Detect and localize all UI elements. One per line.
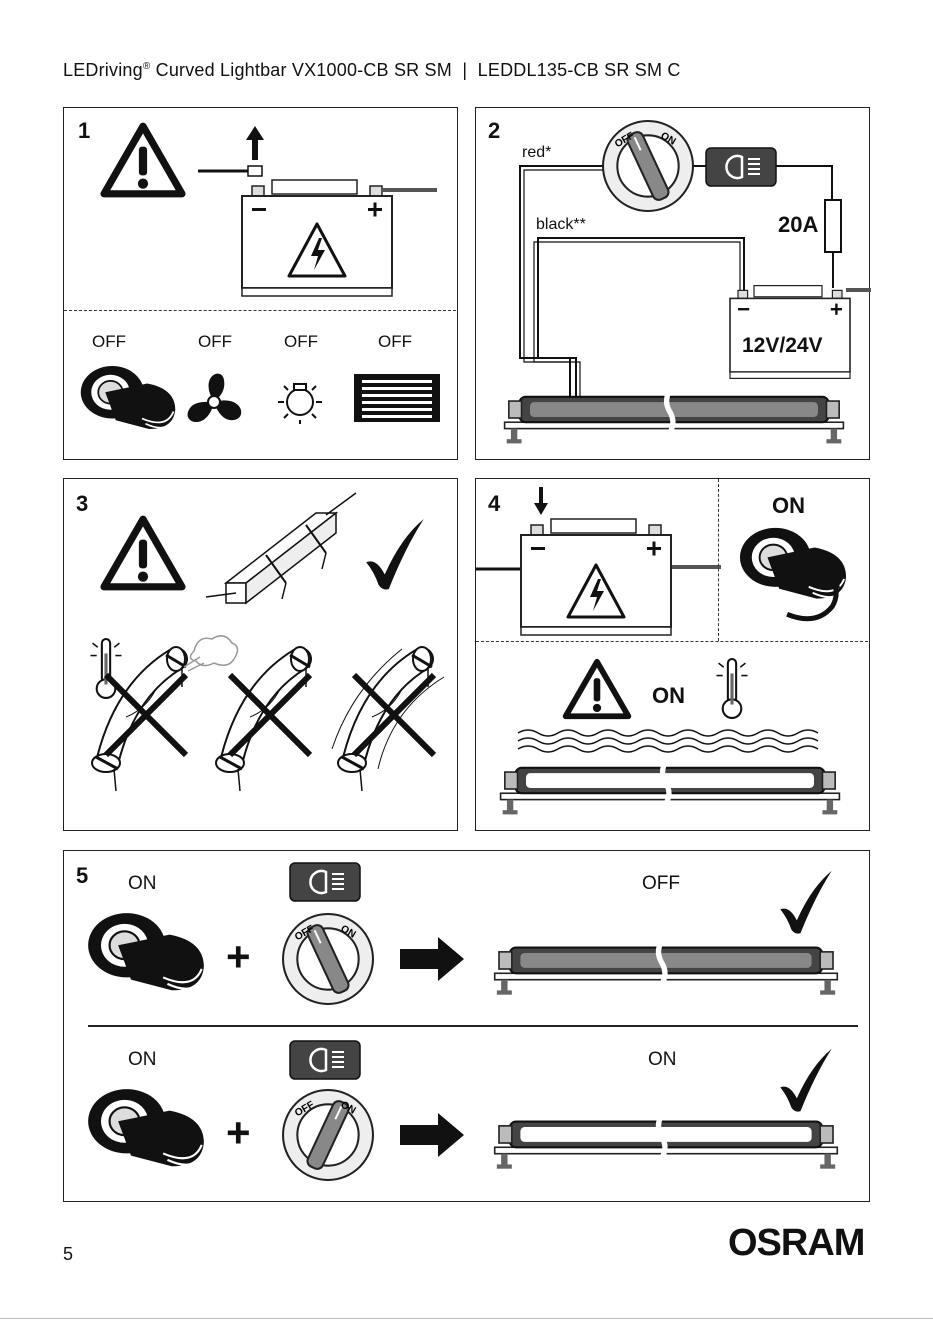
- panel-1-divider: [64, 310, 456, 311]
- fan-icon: [178, 366, 250, 438]
- off-label-light: OFF: [284, 332, 318, 352]
- temperature-icon: [720, 659, 744, 719]
- arrow-right-icon: [400, 1113, 464, 1157]
- heat-waves-icon: [518, 729, 828, 753]
- brand-name: LEDriving: [63, 60, 143, 80]
- red-wire-label: red*: [522, 144, 551, 162]
- black-wire-label: black**: [536, 216, 586, 234]
- panel-1-number: 1: [78, 118, 90, 144]
- panel-4-number: 4: [488, 491, 500, 517]
- ignition-key-icon: [78, 366, 178, 436]
- cross-icon: [106, 675, 186, 755]
- headlight-switch-icon: [290, 1041, 360, 1079]
- panel-4: 4 ON ON: [475, 478, 870, 831]
- product-code: LEDDL135-CB SR SM C: [478, 60, 681, 80]
- battery-voltage: 12V/24V: [742, 334, 823, 358]
- headlight-switch-icon: [706, 148, 776, 186]
- ignition-key-icon: [86, 913, 206, 999]
- footer-rule: [0, 1318, 933, 1319]
- panel-2: 2 red* black** 20A 12V/24V: [475, 107, 870, 460]
- warning-icon: [102, 517, 184, 589]
- plus-icon: +: [226, 933, 251, 981]
- plus-icon: +: [226, 1109, 251, 1157]
- lightbar-icon: [494, 390, 854, 446]
- document-header: LEDriving® Curved Lightbar VX1000-CB SR …: [63, 60, 681, 81]
- rotary-switch-icon: [602, 120, 694, 212]
- headlight-switch-icon: [290, 863, 360, 901]
- rear-defrost-icon: [354, 374, 440, 422]
- page-number: 5: [63, 1244, 73, 1265]
- row2-result-label: ON: [648, 1049, 677, 1071]
- check-mark-icon: [778, 1047, 834, 1113]
- disconnect-cable-icon: [198, 126, 268, 186]
- product-title: Curved Lightbar VX1000-CB SR SM: [150, 60, 452, 80]
- warning-icon: [564, 659, 630, 719]
- check-mark-icon: [778, 869, 834, 935]
- panel-1: 1 OFF OFF OFF OFF: [63, 107, 458, 460]
- panel-3: 3: [63, 478, 458, 831]
- ignition-key-on-icon: [738, 527, 848, 627]
- interior-light-icon: [272, 370, 328, 426]
- rotary-switch-on-icon: [282, 1089, 374, 1181]
- panel-5-divider: [88, 1025, 858, 1027]
- fuse-rating: 20A: [778, 212, 818, 238]
- panel-5-number: 5: [76, 863, 88, 889]
- off-label-heater: OFF: [378, 332, 412, 352]
- ignition-on-label: ON: [772, 493, 805, 519]
- battery-icon: [476, 519, 721, 637]
- lightbar-on-icon: [490, 761, 850, 817]
- battery-icon: [242, 180, 442, 300]
- ignition-key-icon: [86, 1089, 206, 1175]
- lightbar-on-label: ON: [652, 683, 685, 709]
- arrow-right-icon: [400, 937, 464, 981]
- row1-key-label: ON: [128, 873, 157, 895]
- connect-arrow-icon: [534, 487, 548, 517]
- warning-icon: [102, 124, 184, 196]
- osram-logo: OSRAM: [728, 1222, 864, 1265]
- panel-4-horizontal-divider: [476, 641, 868, 642]
- battery-icon: [730, 284, 850, 380]
- check-mark-icon: [364, 517, 426, 591]
- panel-3-number: 3: [76, 491, 88, 517]
- cross-icon: [354, 675, 434, 755]
- panel-4-vertical-divider: [718, 479, 719, 641]
- header-separator: |: [462, 60, 467, 80]
- row1-result-label: OFF: [642, 873, 680, 895]
- row2-key-label: ON: [128, 1049, 157, 1071]
- cross-icon: [230, 675, 310, 755]
- lightbar-on-icon: [484, 1115, 848, 1171]
- off-label-ignition: OFF: [92, 332, 126, 352]
- cable-conduit-icon: [206, 493, 366, 613]
- lightbar-off-icon: [484, 941, 848, 997]
- panel-5: 5 ON + OFF ON + ON: [63, 850, 870, 1202]
- off-label-fan: OFF: [198, 332, 232, 352]
- rotary-switch-off-icon: [282, 913, 374, 1005]
